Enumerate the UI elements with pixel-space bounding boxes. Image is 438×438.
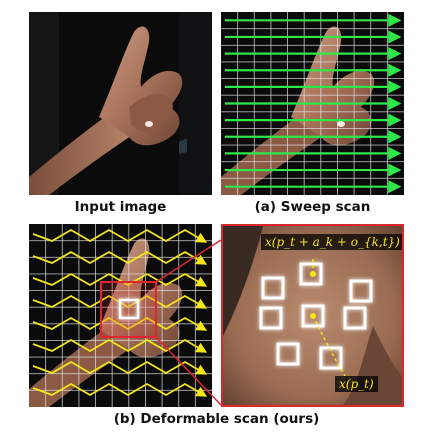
zoomed-view-graphic	[223, 226, 402, 405]
sweep-scan-panel	[221, 12, 404, 195]
deform-arrow	[32, 360, 208, 375]
zoom-region-box	[100, 281, 157, 338]
zoomed-view-panel: x(p_t + a_k + o_{k,t}) x(p_t)	[221, 224, 404, 407]
sweep-scan-graphic	[221, 12, 404, 195]
sample-box	[299, 262, 323, 286]
deformable-scan-caption: (b) Deformable scan (ours)	[113, 411, 320, 427]
input-image-panel	[29, 12, 212, 195]
deform-arrow	[32, 250, 208, 265]
center-sample-box	[118, 298, 140, 320]
sample-box	[343, 306, 367, 330]
base-point-leader	[312, 315, 346, 377]
sample-box	[259, 306, 283, 330]
deform-arrow	[32, 294, 208, 309]
input-image-graphic	[29, 12, 212, 195]
sweep-arrows	[225, 13, 402, 194]
sweep-scan-caption: (a) Sweep scan	[254, 199, 371, 215]
deform-arrow	[32, 272, 208, 287]
sample-box	[276, 342, 300, 366]
base-point-dot	[310, 313, 316, 319]
deform-arrow	[32, 382, 208, 397]
deform-arrow	[32, 228, 208, 243]
sample-box	[261, 276, 285, 300]
input-image-caption: Input image	[74, 199, 167, 215]
base-point-label: x(p_t)	[335, 376, 378, 392]
deformable-scan-panel	[29, 224, 212, 407]
deform-arrows	[32, 228, 208, 397]
sample-boxes	[259, 262, 373, 370]
offset-point-label: x(p_t + a_k + o_{k,t})	[261, 234, 402, 250]
deform-arrow	[32, 316, 208, 331]
offset-point-dot	[310, 271, 316, 277]
deform-arrow	[32, 338, 208, 353]
sample-box	[301, 304, 325, 328]
sample-box	[349, 279, 373, 303]
sample-box	[319, 346, 343, 370]
deformable-scan-graphic	[29, 224, 212, 407]
